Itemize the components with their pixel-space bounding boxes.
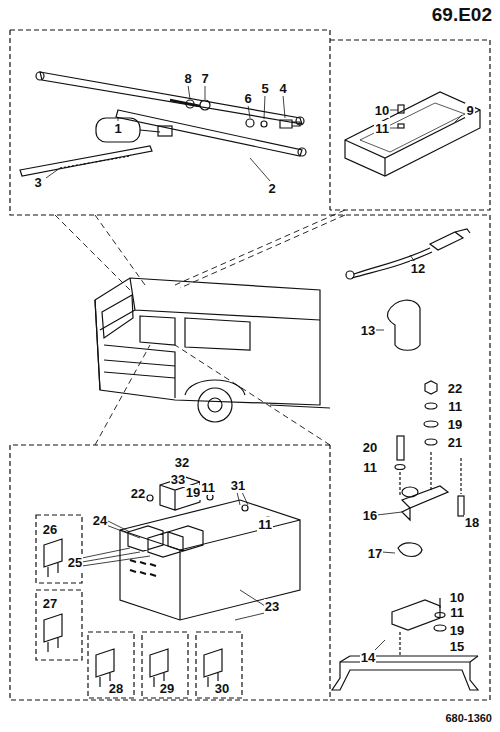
wiper-linkage [20,72,306,176]
callout-number: 1 [113,121,122,136]
callout-number: 21 [447,435,463,450]
page-number: 69.E02 [432,4,492,26]
callout-number: 32 [174,455,190,470]
callout-number: 7 [200,71,209,86]
callout-number: 14 [360,650,376,665]
callout-number: 23 [264,599,280,614]
callout-number: 19 [449,623,465,638]
callout-number: 22 [130,486,146,501]
callout-number: 18 [464,515,480,530]
callout-number: 2 [267,181,276,196]
callout-number: 33 [170,472,186,487]
callout-number: 11 [449,605,465,620]
fuse [44,539,222,687]
callout-number: 12 [410,261,426,276]
callout-number: 28 [108,681,124,696]
callout-number: 10 [374,103,390,118]
callout-number: 30 [214,681,230,696]
callout-number: 11 [257,517,273,532]
callout-number: 8 [183,71,192,86]
callout-number: 11 [374,121,390,136]
callout-number: 17 [367,546,383,561]
callout-number: 29 [159,681,175,696]
leader-line [46,85,462,650]
callout-number: 26 [42,522,58,537]
relay-box [120,477,300,620]
callout-number: 20 [362,440,378,455]
group-outline [10,30,490,700]
cable [346,229,470,279]
drawing-number: 680-1360 [446,712,493,724]
callout-number: 9 [465,103,474,118]
callout-number: 11 [362,460,378,475]
cover [345,92,480,176]
callout-number: 10 [449,590,465,605]
callout-number: 31 [230,478,246,493]
callout-number: 11 [200,480,216,495]
callout-number: 19 [185,485,201,500]
callout-number: 22 [447,381,463,396]
callout-number: 11 [447,399,463,414]
reference-line [55,210,345,445]
callout-number: 15 [449,639,465,654]
callout-number: 19 [447,417,463,432]
callout-number: 13 [360,323,376,338]
callout-number: 16 [362,508,378,523]
fasteners [332,381,478,690]
truck [95,278,330,422]
callout-number: 25 [67,555,83,570]
callout-number: 24 [92,513,108,528]
callout-number: 4 [278,81,287,96]
rubber-boot [387,300,420,350]
callout-number: 3 [33,175,42,190]
callout-number: 27 [42,596,58,611]
callout-number: 5 [260,81,269,96]
callout-number: 6 [243,91,252,106]
